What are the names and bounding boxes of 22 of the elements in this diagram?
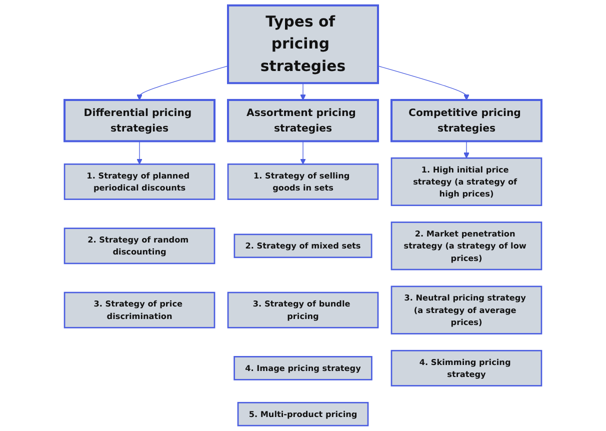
node-box: 1. Strategy of planned periodical discounts (64, 163, 216, 200)
node-box: Types of pricing strategies (227, 4, 379, 84)
arrow (300, 82, 306, 100)
node-box: 3. Strategy of bundle pricing (227, 292, 379, 328)
node-box: 1. Strategy of selling goods in sets (227, 163, 379, 200)
node-box: 3. Neutral pricing strategy (a strategy of average prices) (390, 286, 542, 334)
arrow (464, 140, 470, 158)
node-box: 2. Market penetration strategy (a strategy of low prices) (390, 222, 542, 270)
node-box: 5. Multi-product pricing (237, 402, 369, 426)
arrow (136, 66, 228, 100)
node-box: 1. High initial price strategy (a strategy of high prices) (390, 157, 542, 206)
node-box: 2. Strategy of mixed sets (234, 234, 372, 258)
node-box: Assortment pricing strategies (227, 98, 379, 142)
node-box: 3. Strategy of price discrimination (64, 292, 216, 328)
node-box: 2. Strategy of random discounting (64, 228, 216, 264)
node-box: Differential pricing strategies (64, 98, 216, 142)
node-box: 4. Image pricing strategy (234, 356, 372, 380)
arrow (300, 140, 306, 164)
arrow (136, 140, 142, 164)
node-box: Competitive pricing strategies (390, 98, 542, 142)
node-box: 4. Skimming pricing strategy (390, 350, 542, 386)
arrow (378, 66, 470, 100)
